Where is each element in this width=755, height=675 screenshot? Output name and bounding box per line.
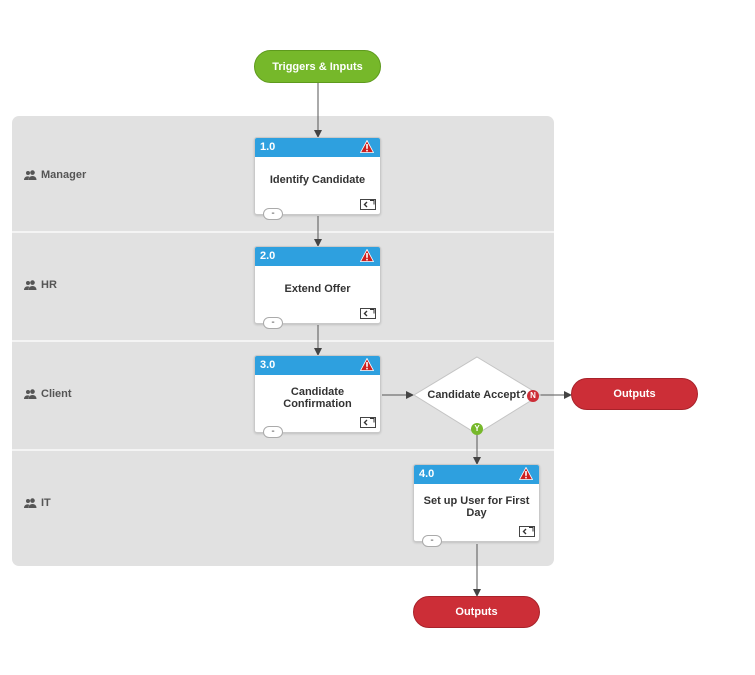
- task-title: Candidate Confirmation: [283, 385, 352, 410]
- warning-icon[interactable]: [519, 467, 533, 480]
- outputs-label: Outputs: [455, 606, 498, 618]
- task-header: 3.0: [255, 356, 380, 375]
- lane-label-text: Client: [41, 388, 72, 400]
- lane-label-text: HR: [41, 279, 57, 291]
- lane-label-text: Manager: [41, 169, 87, 181]
- task-number: 2.0: [260, 250, 276, 262]
- lane-divider: [12, 449, 554, 451]
- outputs-button-bottom[interactable]: Outputs: [413, 596, 540, 628]
- linked-document-icon[interactable]: [360, 417, 376, 428]
- users-icon: [24, 170, 37, 180]
- task-card-3[interactable]: 3.0 Candidate Confirmation -: [254, 355, 381, 438]
- task-card-2[interactable]: 2.0 Extend Offer -: [254, 246, 381, 329]
- task-number: 4.0: [419, 468, 435, 480]
- task-header: 2.0: [255, 247, 380, 266]
- outputs-button-right[interactable]: Outputs: [571, 378, 698, 410]
- lane-label-manager[interactable]: Manager: [24, 169, 86, 181]
- task-header: 4.0: [414, 465, 539, 484]
- task-title: Set up User for First Day: [423, 494, 530, 519]
- users-icon: [24, 498, 37, 508]
- users-icon: [24, 389, 37, 399]
- lane-divider: [12, 231, 554, 233]
- collapse-button[interactable]: -: [422, 535, 442, 547]
- lane-label-hr[interactable]: HR: [24, 279, 57, 291]
- linked-document-icon[interactable]: [360, 308, 376, 319]
- decision-label[interactable]: Candidate Accept?: [427, 389, 527, 401]
- linked-document-icon[interactable]: [519, 526, 535, 537]
- lane-divider: [12, 340, 554, 342]
- collapse-button[interactable]: -: [263, 208, 283, 220]
- decision-yes-badge: Y: [471, 423, 483, 435]
- warning-icon[interactable]: [360, 249, 374, 262]
- task-card-1[interactable]: 1.0 Identify Candidate -: [254, 137, 381, 220]
- outputs-label: Outputs: [613, 388, 656, 400]
- task-number: 1.0: [260, 141, 276, 153]
- collapse-button[interactable]: -: [263, 317, 283, 329]
- task-header: 1.0: [255, 138, 380, 157]
- decision-no-badge: N: [527, 390, 539, 402]
- task-card-4[interactable]: 4.0 Set up User for First Day -: [413, 464, 540, 547]
- linked-document-icon[interactable]: [360, 199, 376, 210]
- collapse-button[interactable]: -: [263, 426, 283, 438]
- triggers-inputs-label: Triggers & Inputs: [272, 60, 363, 73]
- triggers-inputs-button[interactable]: Triggers & Inputs: [254, 50, 381, 83]
- warning-icon[interactable]: [360, 358, 374, 371]
- task-title: Extend Offer: [284, 282, 351, 295]
- users-icon: [24, 280, 37, 290]
- warning-icon[interactable]: [360, 140, 374, 153]
- task-number: 3.0: [260, 359, 276, 371]
- lane-label-client[interactable]: Client: [24, 388, 72, 400]
- lane-label-it[interactable]: IT: [24, 497, 51, 509]
- lane-label-text: IT: [41, 497, 51, 509]
- task-title: Identify Candidate: [269, 173, 366, 186]
